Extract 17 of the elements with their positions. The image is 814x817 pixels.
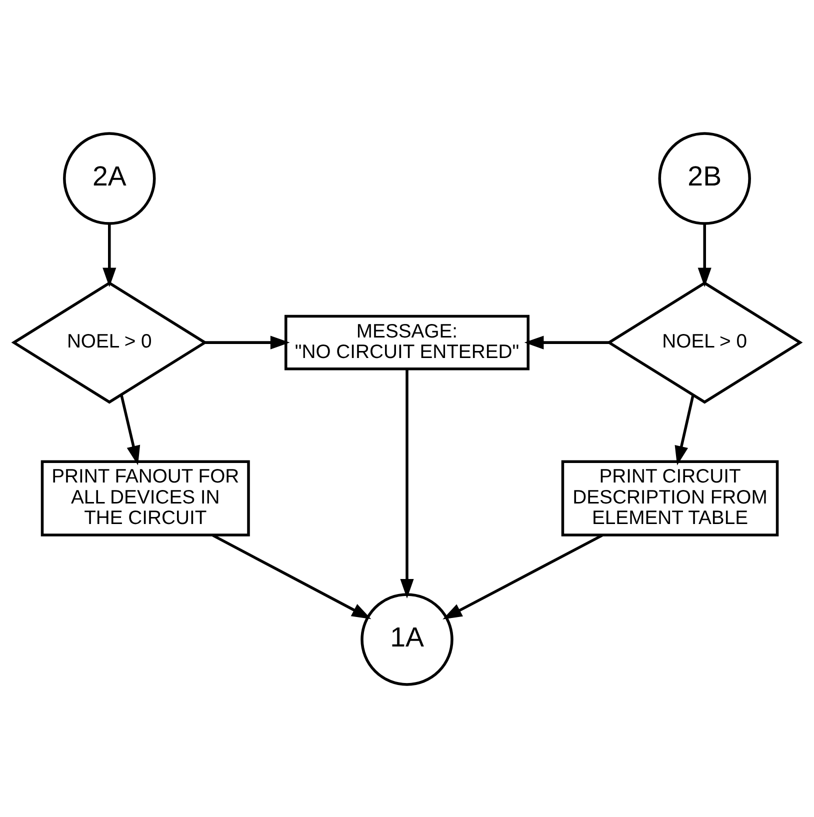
arrow: [698, 223, 712, 287]
node-diamond: NOEL > 0: [11, 280, 208, 404]
node-circle: 2A: [63, 132, 156, 224]
arrow: [212, 534, 372, 619]
arrow: [674, 394, 694, 465]
arrow: [120, 394, 140, 465]
arrow: [442, 534, 603, 619]
arrow: [524, 335, 609, 349]
arrow: [400, 368, 414, 598]
node-circle: 2B: [658, 132, 751, 224]
arrow: [205, 335, 290, 349]
node-diamond: NOEL > 0: [606, 280, 803, 404]
node-box: PRINT FANOUT FOR ALL DEVICES IN THE CIRCUIT: [40, 460, 250, 536]
node-box: MESSAGE: "NO CIRCUIT ENTERED": [284, 314, 530, 370]
arrow: [102, 223, 116, 287]
node-circle: 1A: [360, 592, 454, 686]
node-box: PRINT CIRCUIT DESCRIPTION FROM ELEMENT TABLE: [561, 460, 779, 536]
